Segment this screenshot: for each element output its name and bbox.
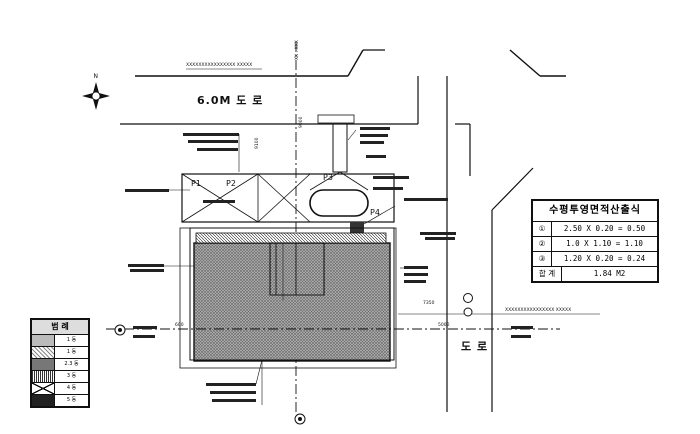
area-table-title: 수평투영면적산출식 [533, 201, 657, 222]
area-row-expression: 1.20 X 0.20 = 0.24 [563, 254, 646, 263]
legend-swatch [32, 347, 55, 358]
svg-text:XXXXXXXXXXXXXXXX XXXXX: XXXXXXXXXXXXXXXX XXXXX [186, 62, 252, 68]
legend-swatch [32, 383, 55, 394]
road-right-label: 도 로 [461, 340, 488, 353]
north-arrow: N [82, 73, 110, 110]
annotation-marks [125, 127, 533, 402]
legend-label: 5 동 [66, 397, 77, 403]
grid-bubble-right [463, 293, 473, 317]
legend-title: 범 례 [32, 320, 88, 335]
area-total-label: 합 계 [533, 267, 562, 281]
point-p3: P3 [323, 173, 333, 182]
leader-lines [164, 129, 404, 405]
dim-9000: 9000 [298, 116, 304, 128]
legend-label: 4 동 [66, 385, 77, 391]
legend-label: 3 동 [66, 373, 77, 379]
legend-item: 1 동 [32, 335, 88, 347]
building-footprint [193, 242, 391, 362]
legend-swatch [32, 371, 55, 382]
dim-600: 600 [175, 322, 184, 328]
legend-box: 범 례 1 동 1 동 2.3 동 3 동 4 동 5 동 [30, 318, 90, 408]
area-row-expression: 1.0 X 1.10 = 1.10 [566, 239, 643, 248]
road-right [446, 167, 534, 412]
area-row-number: ① [533, 222, 552, 236]
area-calculation-table: 수평투영면적산출식 ① 2.50 X 0.20 = 0.50 ② 1.0 X 1… [531, 199, 659, 283]
road-top [120, 49, 566, 176]
area-row: ① 2.50 X 0.20 = 0.50 [533, 222, 657, 237]
legend-item: 1 동 [32, 347, 88, 359]
legend-swatch [32, 335, 55, 346]
area-row: ③ 1.20 X 0.20 = 0.24 [533, 252, 657, 267]
point-p2: P2 [226, 179, 236, 188]
dim-9100: 9100 [254, 137, 260, 149]
area-row-expression: 2.50 X 0.20 = 0.50 [563, 224, 646, 233]
area-total-value: 1.84 M2 [593, 269, 626, 278]
legend-item: 5 동 [32, 395, 88, 406]
area-row: ② 1.0 X 1.10 = 1.10 [533, 237, 657, 252]
area-row-number: ③ [533, 252, 552, 266]
grid-bubble-bottom [294, 413, 306, 425]
legend-swatch [32, 395, 55, 406]
dim-5000: 5000 [438, 322, 450, 328]
legend-label: 1 동 [66, 337, 77, 343]
north-label: N [94, 73, 99, 80]
area-total-row: 합 계 1.84 M2 [533, 267, 657, 281]
legend-item: 2.3 동 [32, 359, 88, 371]
legend-swatch [32, 359, 55, 370]
dim-7350: 7350 [423, 300, 435, 306]
grid-bubble-left [114, 324, 126, 336]
legend-item: 3 동 [32, 371, 88, 383]
road-top-label: 6.0M 도 로 [197, 94, 263, 107]
area-row-number: ② [533, 237, 552, 251]
point-p4: P4 [370, 208, 380, 217]
point-p1: P1 [191, 179, 201, 188]
svg-text:XX : XXX: XX : XXX [294, 40, 300, 60]
legend-label: 1 동 [66, 349, 77, 355]
legend-label: 2.3 동 [64, 361, 79, 367]
legend-item: 4 동 [32, 383, 88, 395]
svg-text:XXXXXXXXXXXXXXXX XXXXX: XXXXXXXXXXXXXXXX XXXXX [505, 307, 571, 313]
